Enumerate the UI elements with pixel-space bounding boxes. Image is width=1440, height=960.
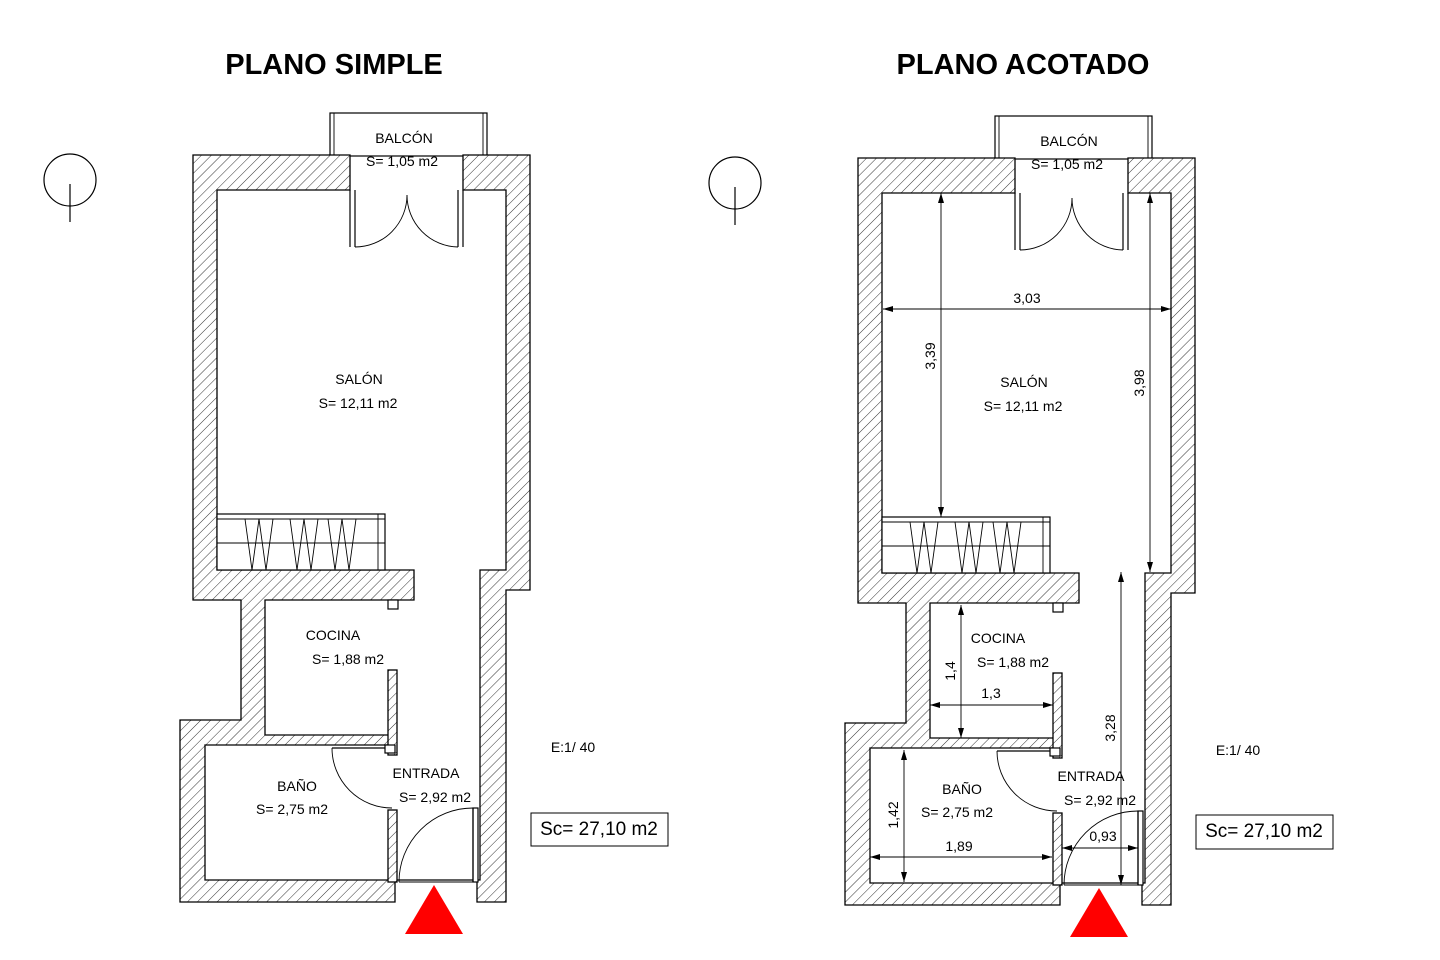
room-area-salon: S= 12,11 m2 [319,395,398,411]
room-area-salon: S= 12,11 m2 [984,398,1063,414]
dim-door-width: 0,93 [1089,828,1116,844]
total-area-box [1195,814,1334,850]
dim-right-lower: 3,28 [1102,714,1118,741]
plan-title: PLANO SIMPLE [225,49,443,81]
room-area-balcon: S= 1,05 m2 [1031,156,1103,172]
scale-label: E:1/ 40 [1216,742,1261,758]
total-area-label: Sc= 27,10 m2 [540,819,658,840]
north-arrow-icon [43,153,97,223]
room-area-entrada: S= 2,92 m2 [1064,792,1136,808]
dim-bano-height: 1,42 [885,801,901,828]
total-area-box [530,812,669,847]
dim-right-upper: 3,98 [1131,369,1147,396]
dim-cocina-height: 1,4 [942,661,958,681]
dim-bano-width: 1,89 [945,838,972,854]
room-name-balcon: BALCÓN [375,130,433,146]
room-name-bano: BAÑO [942,781,982,797]
plan-simple [43,112,669,934]
dim-salon-width: 3,03 [1013,290,1040,306]
plan-title: PLANO ACOTADO [897,49,1150,81]
room-area-balcon: S= 1,05 m2 [366,153,438,169]
north-arrow-icon [708,156,762,226]
room-name-balcon: BALCÓN [1040,133,1098,149]
room-name-bano: BAÑO [277,778,317,794]
room-name-cocina: COCINA [971,630,1026,646]
room-area-entrada: S= 2,92 m2 [399,789,471,805]
room-name-entrada: ENTRADA [393,765,461,781]
room-name-entrada: ENTRADA [1058,768,1126,784]
room-area-cocina: S= 1,88 m2 [977,654,1049,670]
floor-plan-simple [179,112,531,903]
room-area-cocina: S= 1,88 m2 [312,651,384,667]
room-area-bano: S= 2,75 m2 [256,801,328,817]
room-area-bano: S= 2,75 m2 [921,804,993,820]
entrance-triangle-icon [1070,888,1128,937]
dim-salon-depth: 3,39 [922,342,938,369]
dimension-lines [870,193,1171,885]
room-name-salon: SALÓN [1000,374,1047,390]
dim-cocina-width: 1,3 [981,685,1001,701]
room-name-salon: SALÓN [335,371,382,387]
scale-label: E:1/ 40 [551,739,596,755]
plan-acotado [708,115,1334,937]
entrance-triangle-icon [405,885,463,934]
total-area-label: Sc= 27,10 m2 [1205,821,1323,842]
room-name-cocina: COCINA [306,627,361,643]
floor-plan-acotado [844,115,1196,906]
